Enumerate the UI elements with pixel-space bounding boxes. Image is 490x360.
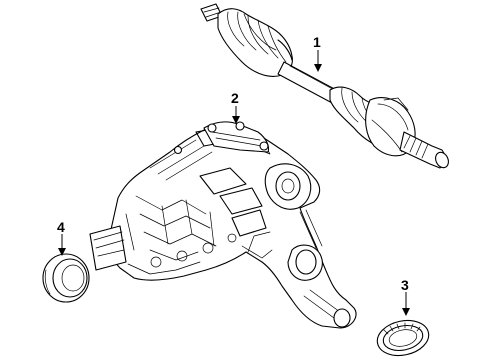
callout-label-4: 4: [57, 219, 65, 235]
callout-label-2: 2: [231, 90, 239, 106]
seal-right[interactable]: [374, 316, 432, 360]
callout-2: 2: [231, 90, 240, 124]
differential-assembly[interactable]: [89, 121, 357, 329]
callout-1: 1: [313, 34, 322, 72]
callout-3: 3: [401, 277, 410, 316]
callout-4: 4: [57, 219, 66, 256]
callout-label-1: 1: [313, 34, 321, 50]
callout-label-3: 3: [401, 277, 409, 293]
half-shaft[interactable]: [200, 3, 451, 170]
seal-left[interactable]: [42, 253, 90, 303]
